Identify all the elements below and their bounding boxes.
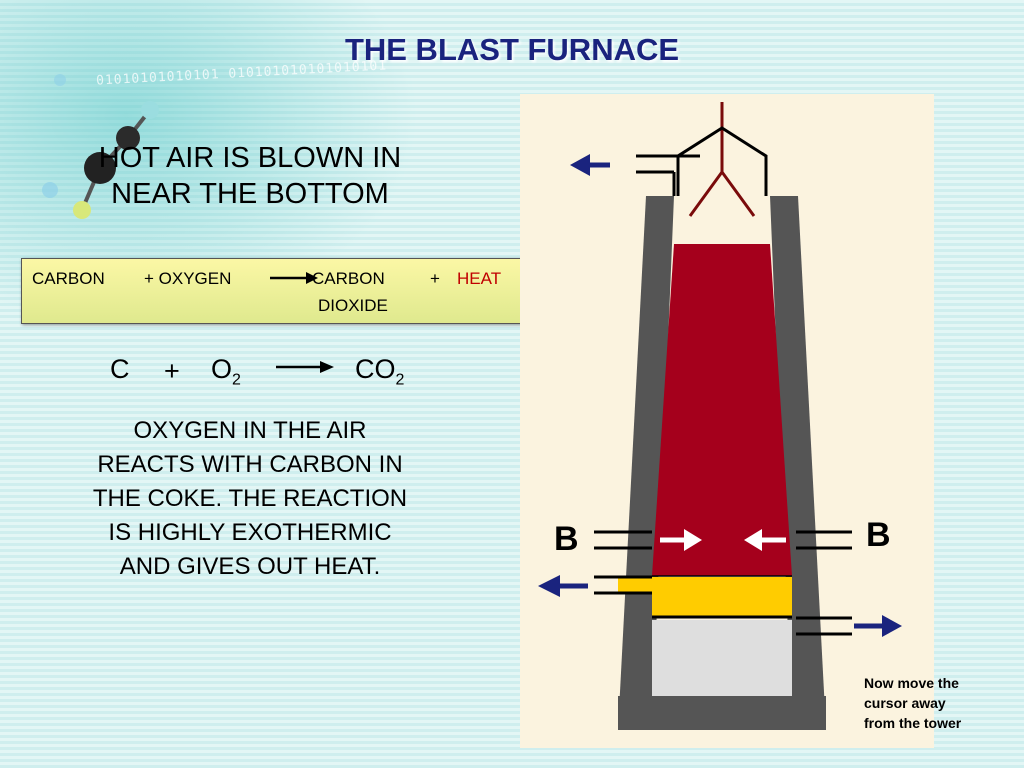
heading-line-1: HOT AIR IS BLOWN IN (98, 142, 402, 174)
equation-arrow-icon (270, 272, 318, 284)
formula-co2: CO2 (355, 354, 405, 389)
slag-outlet-fill (618, 577, 652, 593)
explanation-line-3: THE COKE. THE REACTION (92, 485, 408, 512)
furnace-charge (652, 244, 792, 576)
right-air-arrow-icon (744, 529, 762, 551)
furnace-right-wall (770, 196, 826, 730)
explanation-line-4: IS HIGHLY EXOTHERMIC (108, 519, 392, 546)
furnace-left-wall (618, 196, 674, 730)
explanation-text: OXYGEN IN THE AIR REACTS WITH CARBON IN … (40, 414, 460, 584)
label-b-right: B (866, 516, 891, 554)
left-air-arrow-icon (684, 529, 702, 551)
furnace-base (618, 696, 826, 730)
heading-line-2: NEAR THE BOTTOM (111, 178, 389, 210)
instruction-note: Now move the cursor away from the tower (864, 673, 961, 733)
word-equation-box: CARBON + OXYGEN CARBON DIOXIDE + HEAT (21, 258, 541, 324)
note-line-1: Now move the (864, 675, 959, 691)
waste-gas-arrow-icon (570, 154, 590, 176)
charging-bell (688, 169, 756, 217)
note-line-3: from the tower (864, 715, 962, 731)
slag-arrow-icon (538, 575, 560, 597)
molten-iron-layer (652, 620, 792, 696)
label-b-left: B (554, 520, 579, 558)
equation-carbon-dioxide-line-2: DIOXIDE (318, 296, 388, 315)
equation-plus-oxygen: + OXYGEN (144, 269, 232, 288)
equation-carbon: CARBON (32, 269, 105, 288)
explanation-line-1: OXYGEN IN THE AIR (133, 417, 367, 444)
equation-carbon-dioxide-line-1: CARBON (312, 269, 385, 288)
explanation-line-5: AND GIVES OUT HEAT. (119, 553, 381, 580)
formula-plus: + (164, 356, 180, 386)
formula-c: C (110, 354, 130, 384)
equation-plus-heat: + (430, 269, 440, 288)
page-title: THE BLAST FURNACE (344, 32, 680, 67)
note-line-2: cursor away (864, 695, 946, 711)
formula-arrow-icon (276, 361, 334, 373)
slag-layer (652, 577, 792, 617)
heading: HOT AIR IS BLOWN IN NEAR THE BOTTOM (40, 140, 460, 212)
formula-o2: O2 (211, 354, 241, 389)
explanation-line-2: REACTS WITH CARBON IN (97, 451, 403, 478)
molecule-decoration-icon (42, 74, 159, 219)
iron-arrow-icon (882, 615, 902, 637)
blast-furnace-diagram (520, 94, 934, 748)
hopper-outline (676, 126, 768, 196)
equation-heat: HEAT (457, 269, 502, 288)
